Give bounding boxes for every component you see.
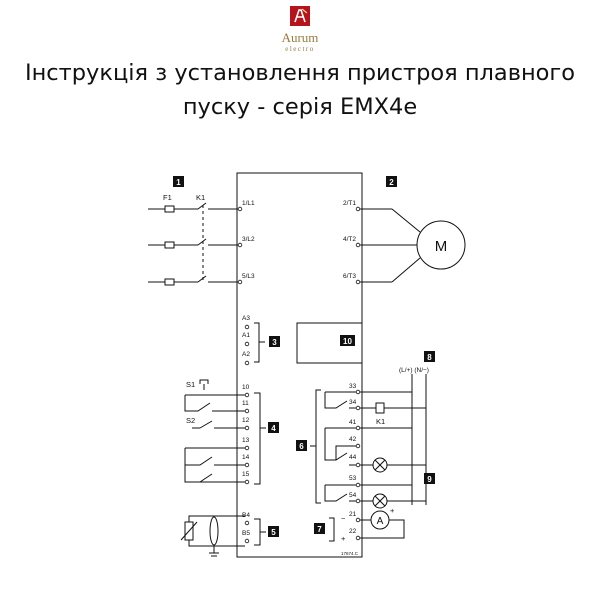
fuse-label: F1 <box>163 193 172 202</box>
motor-wiring <box>355 206 421 285</box>
callout-6: 6 <box>296 440 307 451</box>
terminal-l3: 5/L3 <box>242 273 255 280</box>
svg-text:11: 11 <box>242 400 249 407</box>
svg-text:+: + <box>390 506 395 515</box>
svg-text:8: 8 <box>427 353 432 362</box>
terminal-a1: A1 <box>242 332 250 339</box>
svg-text:12: 12 <box>242 417 250 424</box>
terminal-b4: B4 <box>242 512 250 519</box>
input-switch-wiring <box>184 379 245 483</box>
terminal-l2: 3/L2 <box>242 236 255 243</box>
terminal-l1: 1/L1 <box>242 200 255 207</box>
brand-name: Aurum <box>281 30 319 45</box>
svg-text:M: M <box>435 238 448 255</box>
lamp-icon <box>372 457 388 473</box>
svg-text:5: 5 <box>271 528 276 537</box>
analog-output-wiring: A + − + <box>341 506 405 543</box>
callout-9: 9 <box>424 473 435 484</box>
fuse-icon <box>164 278 175 286</box>
bracket-4 <box>254 392 266 485</box>
bracket-6 <box>310 389 321 504</box>
svg-text:53: 53 <box>349 475 357 482</box>
svg-text:33: 33 <box>349 383 357 390</box>
terminal-b5: B5 <box>242 530 250 537</box>
output-terminals: 33 34 41 42 44 53 54 21 22 <box>349 383 361 541</box>
supply-line-l1 <box>148 202 243 213</box>
svg-text:10: 10 <box>343 337 352 346</box>
callout-8: 8 <box>424 351 435 362</box>
svg-text:−: − <box>341 514 346 523</box>
svg-text:54: 54 <box>349 492 357 499</box>
svg-text:A: A <box>377 516 384 527</box>
svg-text:14: 14 <box>242 454 250 461</box>
callout-3: 3 <box>269 336 280 347</box>
thermistor-wiring <box>180 515 245 557</box>
contactor-label: K1 <box>196 193 205 202</box>
soft-starter-box <box>236 172 363 558</box>
terminal-t1: 2/T1 <box>343 200 356 207</box>
svg-text:4: 4 <box>271 424 276 433</box>
svg-text:7: 7 <box>317 525 322 534</box>
callout-2: 2 <box>386 176 397 187</box>
lamp-icon <box>372 493 388 509</box>
switch-s2-label: S2 <box>186 416 195 425</box>
output-loads: K1 <box>360 391 426 509</box>
motor-icon: M <box>416 220 466 270</box>
supply-line-l2 <box>148 238 243 249</box>
callout-5: 5 <box>268 526 279 537</box>
bracket-5 <box>254 518 266 546</box>
svg-text:22: 22 <box>349 528 357 535</box>
aurum-logo-icon <box>290 6 310 26</box>
coil-icon <box>375 402 385 414</box>
callout-1: 1 <box>173 176 184 187</box>
svg-text:2: 2 <box>389 178 394 187</box>
svg-text:K1: K1 <box>376 417 385 426</box>
svg-text:42: 42 <box>349 436 357 443</box>
callout-4: 4 <box>268 422 279 433</box>
shield-icon <box>209 516 219 546</box>
svg-text:+: + <box>341 534 346 543</box>
output-relay-contacts <box>324 391 356 502</box>
svg-text:13: 13 <box>242 437 250 444</box>
ammeter-icon: A <box>370 510 390 530</box>
bracket-3 <box>254 322 265 363</box>
module-10-box <box>296 322 363 364</box>
page-title: Інструкція з установлення пристроя плавн… <box>24 60 576 120</box>
terminal-t3: 6/T3 <box>343 273 356 280</box>
terminal-t2: 4/T2 <box>343 236 356 243</box>
svg-text:21: 21 <box>349 511 357 518</box>
fuse-icon <box>164 241 175 249</box>
svg-text:3: 3 <box>272 338 277 347</box>
svg-text:10: 10 <box>242 384 250 391</box>
svg-text:9: 9 <box>427 475 432 484</box>
svg-text:44: 44 <box>349 454 357 461</box>
supply-label: (L/+) (N/−) <box>399 367 429 374</box>
brand-subtitle: electro <box>285 45 315 53</box>
drawing-code: 17674.C <box>341 551 359 556</box>
switch-s1-label: S1 <box>186 380 195 389</box>
svg-text:41: 41 <box>349 419 357 426</box>
fuse-icon <box>164 205 175 213</box>
supply-line-l3 <box>148 275 243 286</box>
svg-text:1: 1 <box>176 178 181 187</box>
terminal-a3: A3 <box>242 315 250 322</box>
terminal-a2: A2 <box>242 351 250 358</box>
callout-10: 10 <box>340 335 355 346</box>
svg-text:6: 6 <box>299 442 304 451</box>
brand-logo: Aurum electro <box>268 6 332 54</box>
svg-text:34: 34 <box>349 399 357 406</box>
svg-text:15: 15 <box>242 471 250 478</box>
input-terminals: 10 11 12 13 14 15 <box>242 384 250 485</box>
bracket-7 <box>329 517 335 542</box>
callout-7: 7 <box>314 523 325 534</box>
